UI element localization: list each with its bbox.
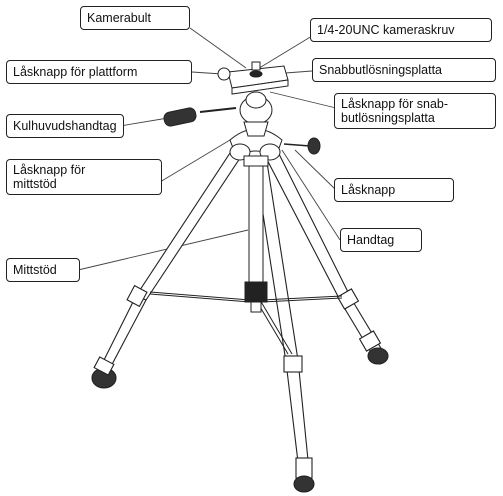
label-ball-handle: Kulhuvudshandtag [6, 114, 124, 138]
label-center-column-lock: Låsknapp för mittstöd [6, 159, 162, 195]
tripod-head [163, 61, 321, 167]
leader-lines [77, 27, 341, 271]
label-handle: Handtag [340, 228, 422, 252]
label-plattform-lock: Låsknapp för plattform [6, 60, 192, 84]
label-lock-knob: Låsknapp [334, 178, 454, 202]
label-kamerabult: Kamerabult [80, 6, 190, 30]
label-quick-plate: Snabbutlösningsplatta [312, 58, 496, 82]
label-kameraskruv: 1/4-20UNC kameraskruv [310, 18, 492, 42]
center-column [244, 149, 268, 313]
label-center-column: Mittstöd [6, 258, 80, 282]
label-quick-plate-lock: Låsknapp för snab- butlösningsplatta [334, 93, 496, 129]
